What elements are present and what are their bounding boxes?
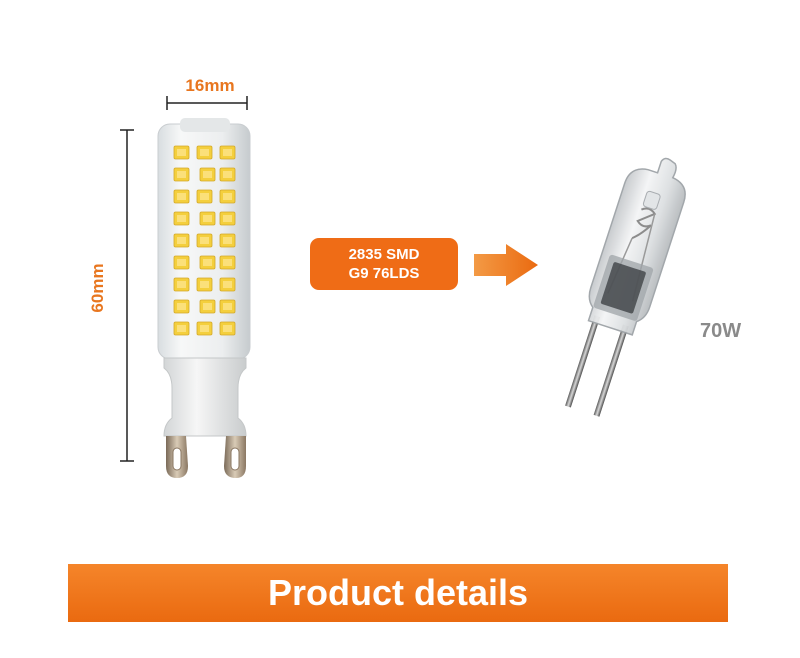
led-chip-core xyxy=(177,259,186,266)
banner-title: Product details xyxy=(267,572,529,613)
led-chip-core xyxy=(223,193,232,200)
led-chip-core xyxy=(203,259,212,266)
led-bulb-pins xyxy=(166,436,246,478)
led-bulb-illustration xyxy=(157,118,251,478)
width-dimension-line xyxy=(166,96,248,110)
width-label: 16mm xyxy=(185,76,235,95)
arrow-right-icon xyxy=(474,244,538,286)
height-dimension-line xyxy=(120,129,134,462)
led-chip-core xyxy=(177,171,186,178)
led-chip-core xyxy=(223,325,232,332)
halogen-wattage-label: 70W xyxy=(700,320,742,342)
led-chip-core xyxy=(177,149,186,156)
led-chip-core xyxy=(223,303,232,310)
led-chip-core xyxy=(223,237,232,244)
led-chip-grid xyxy=(173,145,236,336)
spec-badge: 2835 SMD G9 76LDS xyxy=(310,238,458,290)
led-chip-core xyxy=(203,303,212,310)
led-chip-core xyxy=(200,149,209,156)
led-chip-core xyxy=(200,193,209,200)
led-chip-core xyxy=(223,149,232,156)
led-chip-core xyxy=(203,215,212,222)
led-chip-core xyxy=(200,281,209,288)
led-chip-core xyxy=(223,171,232,178)
led-chip-core xyxy=(177,303,186,310)
led-chip-core xyxy=(223,281,232,288)
led-chip-core xyxy=(203,171,212,178)
led-chip-core xyxy=(200,237,209,244)
halogen-bulb-illustration xyxy=(565,157,686,417)
led-chip-core xyxy=(223,215,232,222)
height-label: 60mm xyxy=(88,263,107,313)
spec-line-2: G9 76LDS xyxy=(348,265,420,282)
led-chip-core xyxy=(200,325,209,332)
spec-line-1: 2835 SMD xyxy=(348,246,420,263)
led-chip-core xyxy=(177,281,186,288)
led-chip-core xyxy=(223,259,232,266)
product-details-banner: Product details xyxy=(68,564,728,622)
led-chip-core xyxy=(177,215,186,222)
led-chip-core xyxy=(177,193,186,200)
led-chip-core xyxy=(177,325,186,332)
led-chip-core xyxy=(177,237,186,244)
